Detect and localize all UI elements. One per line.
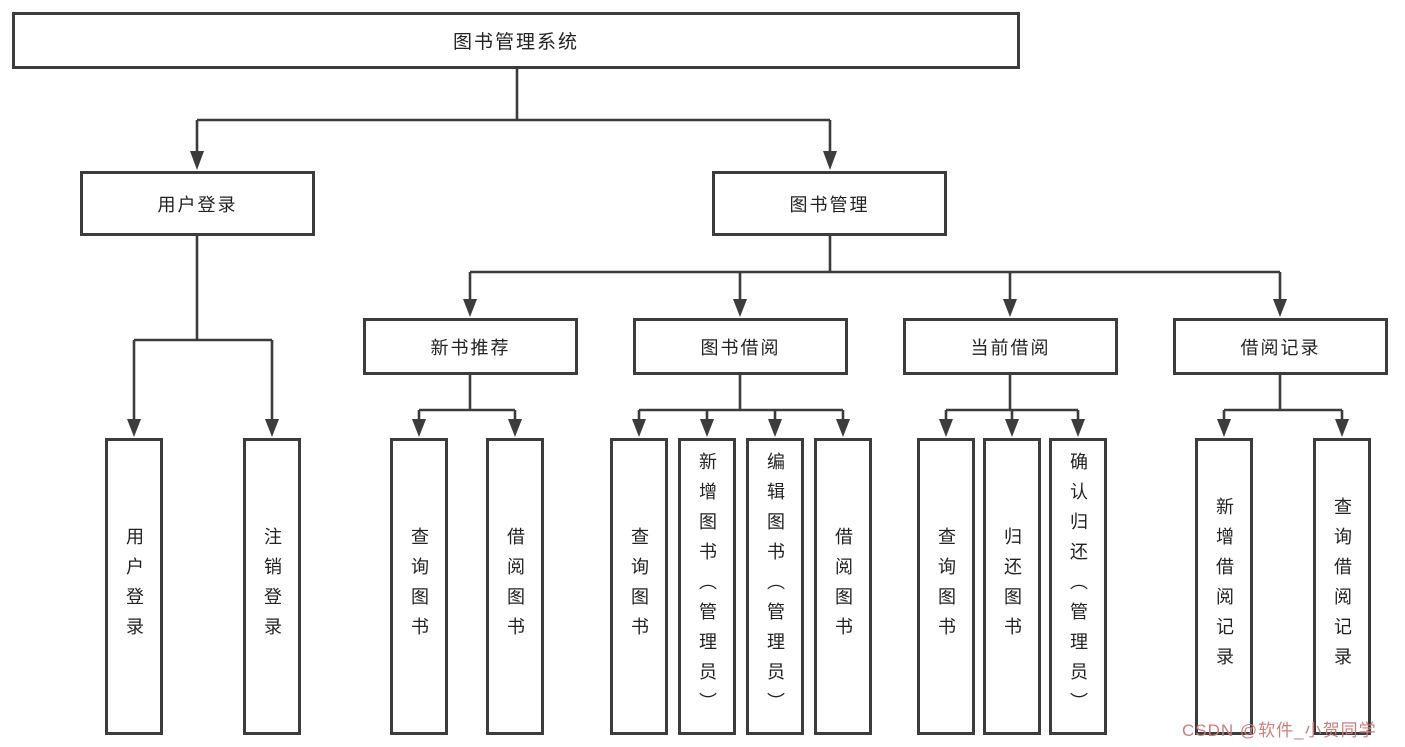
- node-label: 用户登录: [124, 526, 144, 647]
- node-label: 借阅图书: [833, 526, 853, 647]
- node-book-management-branch: 图书管理: [712, 171, 947, 236]
- arrowhead: [265, 419, 279, 437]
- arrowhead: [1003, 299, 1017, 317]
- arrowhead: [768, 419, 782, 437]
- arrowhead: [1335, 419, 1349, 437]
- node-borrow-book: 借阅图书: [486, 438, 544, 735]
- node-return-book: 归还图书: [983, 438, 1041, 735]
- arrowhead: [939, 419, 953, 437]
- node-library-system-root: 图书管理系统: [12, 12, 1020, 69]
- node-edit-book-admin: 编辑图书（管理员）: [746, 438, 804, 735]
- node-label: 查询图书: [409, 526, 429, 647]
- node-query-book: 查询图书: [390, 438, 448, 735]
- node-label: 新增借阅记录: [1214, 496, 1234, 677]
- node-add-book-admin: 新增图书（管理员）: [678, 438, 736, 735]
- node-confirm-return-admin: 确认归还（管理员）: [1049, 438, 1107, 735]
- arrowhead: [823, 151, 837, 170]
- node-query-book: 查询图书: [917, 438, 975, 735]
- connector-path: [132, 69, 1344, 419]
- arrowhead: [733, 299, 747, 317]
- node-label: 确认归还（管理员）: [1068, 451, 1088, 722]
- arrowhead: [836, 419, 850, 437]
- node-label: 借阅图书: [505, 526, 525, 647]
- arrowhead: [508, 419, 522, 437]
- node-current-borrowing: 当前借阅: [903, 318, 1118, 375]
- node-label: 借阅记录: [1240, 337, 1321, 358]
- arrowhead: [1005, 419, 1019, 437]
- node-add-borrow-record: 新增借阅记录: [1195, 438, 1253, 735]
- arrowhead: [463, 299, 477, 317]
- node-user-login: 用户登录: [105, 438, 163, 735]
- node-label: 编辑图书（管理员）: [765, 451, 785, 722]
- arrowhead: [1071, 419, 1085, 437]
- node-logout: 注销登录: [243, 438, 301, 735]
- arrowhead: [632, 419, 646, 437]
- node-user-login-branch: 用户登录: [80, 171, 315, 236]
- arrowhead: [1217, 419, 1231, 437]
- node-book-borrowing: 图书借阅: [633, 318, 848, 375]
- node-label: 归还图书: [1002, 526, 1022, 647]
- node-label: 图书管理: [789, 194, 870, 215]
- csdn-watermark: CSDN @软件_小贺同学: [1182, 721, 1377, 740]
- node-new-book-recommendation: 新书推荐: [363, 318, 578, 375]
- node-borrow-book: 借阅图书: [814, 438, 872, 735]
- arrowhead: [412, 419, 426, 437]
- node-label: 图书借阅: [700, 337, 781, 358]
- node-label: 当前借阅: [970, 337, 1051, 358]
- node-query-book: 查询图书: [610, 438, 668, 735]
- node-label: 查询图书: [629, 526, 649, 647]
- node-label: 新书推荐: [430, 337, 511, 358]
- node-label: 用户登录: [157, 194, 238, 215]
- node-label: 新增图书（管理员）: [697, 451, 717, 722]
- arrowhead: [190, 151, 204, 170]
- arrowhead: [127, 419, 141, 437]
- node-label: 查询图书: [936, 526, 956, 647]
- node-label: 注销登录: [262, 526, 282, 647]
- node-label: 图书管理系统: [452, 32, 579, 53]
- arrowhead: [700, 419, 714, 437]
- node-label: 查询借阅记录: [1332, 496, 1352, 677]
- arrowhead: [1273, 299, 1287, 317]
- node-borrowing-records: 借阅记录: [1173, 318, 1388, 375]
- node-query-borrow-record: 查询借阅记录: [1313, 438, 1371, 735]
